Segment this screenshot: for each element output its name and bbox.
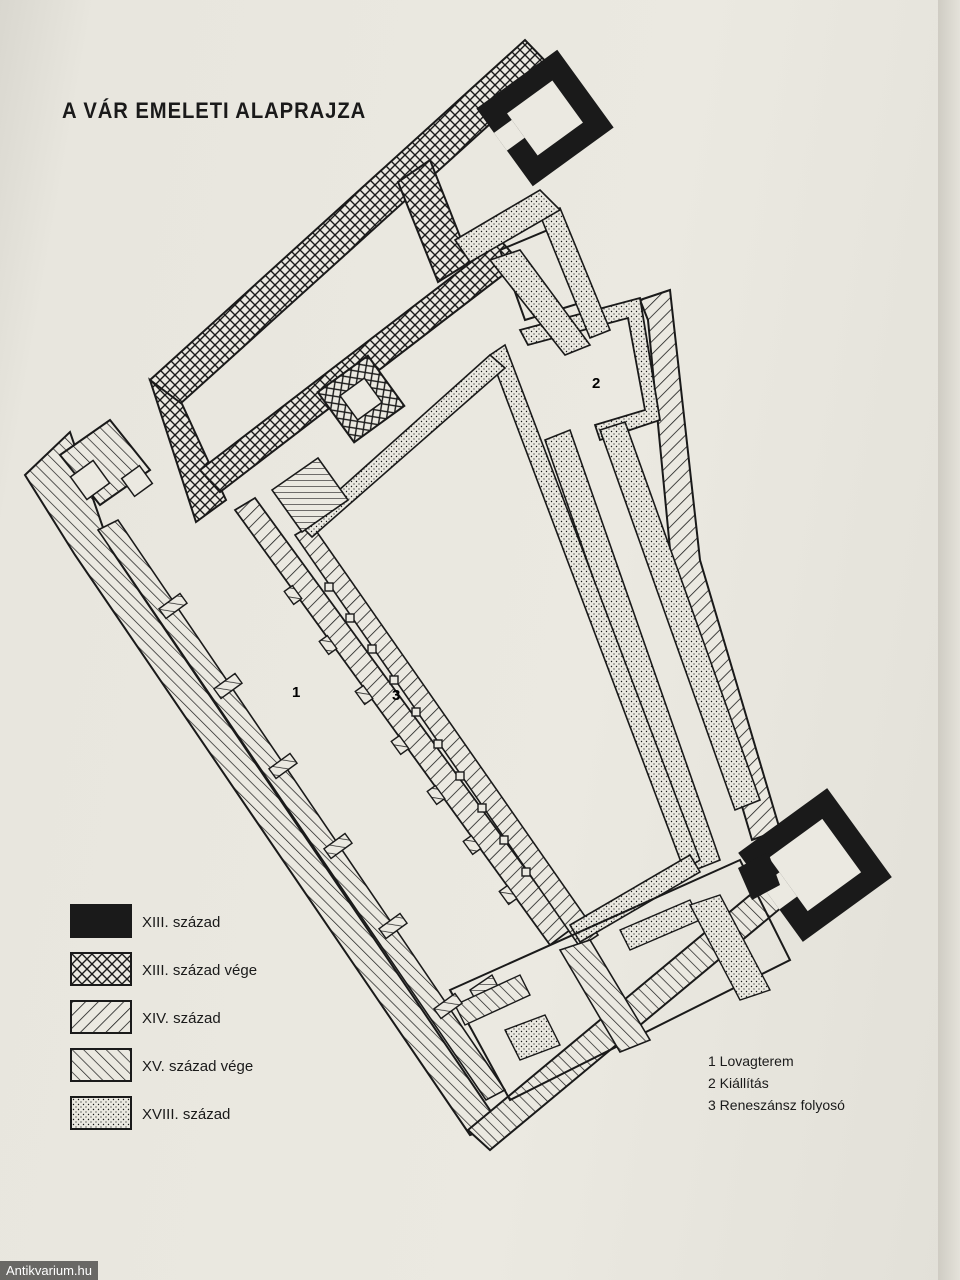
legend-label: XV. század vége xyxy=(142,1058,254,1075)
legend-row-crosshatch: XIII. század vége xyxy=(70,952,330,988)
courtyard-north-wall xyxy=(298,353,507,539)
courtyard-south-wall xyxy=(568,853,702,944)
legend-swatch-dots xyxy=(70,1096,132,1130)
room-number-3: 3 xyxy=(392,687,400,704)
main-staircase xyxy=(270,456,350,534)
south-block xyxy=(448,858,792,1102)
legend-row-hatch-forward: XIV. század xyxy=(70,1000,330,1036)
room-number-1: 1 xyxy=(292,684,300,701)
courtyard-west-wall xyxy=(233,496,572,947)
sw-wall-buttresses xyxy=(157,592,464,1020)
plan-title: A VÁR EMELETI ALAPRAJZA xyxy=(62,98,367,123)
legend-label: XIV. század xyxy=(142,1010,221,1027)
se-tower-annex xyxy=(738,852,780,900)
page-edge xyxy=(938,0,960,1280)
legend-row-dots: XVIII. század xyxy=(70,1096,330,1132)
gallery-piers xyxy=(324,582,531,877)
legend-label: XVIII. század xyxy=(142,1106,231,1123)
room-number-2: 2 xyxy=(592,375,600,392)
legend-swatch-crosshatch xyxy=(70,952,132,986)
rooms-key: 1 Lovagterem 2 Kiállítás 3 Reneszánsz fo… xyxy=(708,1050,845,1116)
courtyard-east-wall xyxy=(489,343,701,872)
watermark: Antikvarium.hu xyxy=(0,1261,98,1280)
legend-row-solid: XIII. század xyxy=(70,904,330,940)
rooms-key-item-2: 2 Kiállítás xyxy=(708,1075,769,1091)
ne-tower xyxy=(476,49,614,187)
legend-label: XIII. század vége xyxy=(142,962,258,979)
legend-swatch-hatch-forward xyxy=(70,1000,132,1034)
rooms-key-item-1: 1 Lovagterem xyxy=(708,1053,794,1069)
legend-row-hatch-back: XV. század vége xyxy=(70,1048,330,1084)
legend-swatch-hatch-back xyxy=(70,1048,132,1082)
rooms-key-item-3: 3 Reneszánsz folyosó xyxy=(708,1097,845,1113)
se-tower xyxy=(738,788,892,942)
west-gallery-piers xyxy=(283,584,518,906)
legend-swatch-solid xyxy=(70,904,132,938)
legend-label: XIII. század xyxy=(142,914,221,931)
inner-cross-wall-1 xyxy=(396,158,472,284)
inner-cross-wall-2 xyxy=(148,377,228,524)
